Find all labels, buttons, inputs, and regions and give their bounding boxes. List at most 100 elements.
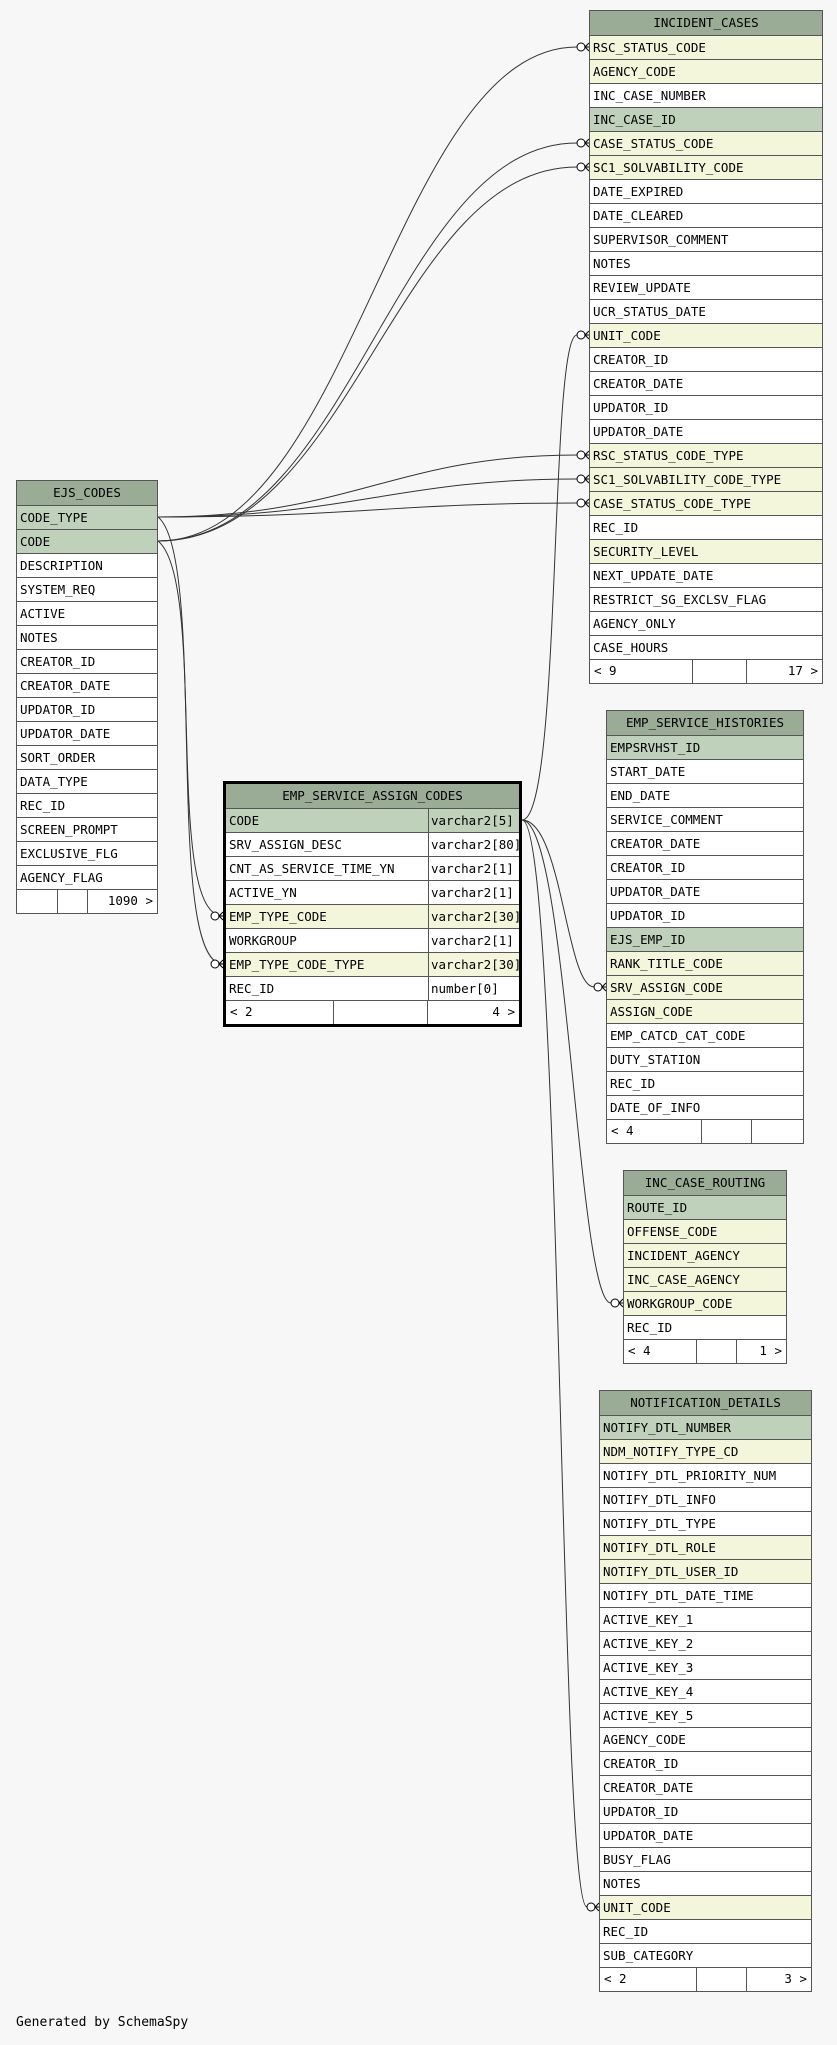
column-row[interactable]: DATA_TYPE bbox=[17, 770, 157, 794]
column-row[interactable]: REC_ID bbox=[590, 516, 822, 540]
table-title[interactable]: EMP_SERVICE_HISTORIES bbox=[607, 711, 803, 736]
column-row[interactable]: REVIEW_UPDATE bbox=[590, 276, 822, 300]
column-row[interactable]: DATE_CLEARED bbox=[590, 204, 822, 228]
column-row[interactable]: NOTIFY_DTL_INFO bbox=[600, 1488, 811, 1512]
column-row[interactable]: REC_ID bbox=[17, 794, 157, 818]
column-row[interactable]: NOTIFY_DTL_USER_ID bbox=[600, 1560, 811, 1584]
column-row[interactable]: DATE_OF_INFO bbox=[607, 1096, 803, 1120]
column-row[interactable]: ACTIVE_KEY_2 bbox=[600, 1632, 811, 1656]
column-row[interactable]: SERVICE_COMMENT bbox=[607, 808, 803, 832]
column-row[interactable]: AGENCY_ONLY bbox=[590, 612, 822, 636]
column-row[interactable]: CODE bbox=[17, 530, 157, 554]
column-row[interactable]: EMPSRVHST_ID bbox=[607, 736, 803, 760]
column-row[interactable]: CASE_STATUS_CODE bbox=[590, 132, 822, 156]
column-row[interactable]: SECURITY_LEVEL bbox=[590, 540, 822, 564]
column-row[interactable]: RSC_STATUS_CODE bbox=[590, 36, 822, 60]
column-row[interactable]: NOTIFY_DTL_PRIORITY_NUM bbox=[600, 1464, 811, 1488]
column-row[interactable]: SUPERVISOR_COMMENT bbox=[590, 228, 822, 252]
table-title[interactable]: EMP_SERVICE_ASSIGN_CODES bbox=[226, 784, 519, 809]
column-row[interactable]: OFFENSE_CODE bbox=[624, 1220, 786, 1244]
column-row[interactable]: RSC_STATUS_CODE_TYPE bbox=[590, 444, 822, 468]
column-row[interactable]: NOTIFY_DTL_TYPE bbox=[600, 1512, 811, 1536]
column-row[interactable]: REC_ID bbox=[624, 1316, 786, 1340]
column-row[interactable]: CREATOR_ID bbox=[590, 348, 822, 372]
column-row[interactable]: NOTIFY_DTL_DATE_TIME bbox=[600, 1584, 811, 1608]
column-row[interactable]: ACTIVE_KEY_5 bbox=[600, 1704, 811, 1728]
column-row[interactable]: END_DATE bbox=[607, 784, 803, 808]
column-row[interactable]: RANK_TITLE_CODE bbox=[607, 952, 803, 976]
column-row[interactable]: INC_CASE_ID bbox=[590, 108, 822, 132]
column-row[interactable]: EJS_EMP_ID bbox=[607, 928, 803, 952]
column-row[interactable]: UPDATOR_DATE bbox=[590, 420, 822, 444]
column-row[interactable]: UCR_STATUS_DATE bbox=[590, 300, 822, 324]
column-row[interactable]: DATE_EXPIRED bbox=[590, 180, 822, 204]
column-row[interactable]: BUSY_FLAG bbox=[600, 1848, 811, 1872]
column-row[interactable]: INC_CASE_NUMBER bbox=[590, 84, 822, 108]
column-row[interactable]: UPDATOR_DATE bbox=[17, 722, 157, 746]
column-row[interactable]: UPDATOR_DATE bbox=[600, 1824, 811, 1848]
column-row[interactable]: UNIT_CODE bbox=[590, 324, 822, 348]
table-title[interactable]: EJS_CODES bbox=[17, 481, 157, 506]
column-row[interactable]: NOTIFY_DTL_NUMBER bbox=[600, 1416, 811, 1440]
column-row[interactable]: UNIT_CODE bbox=[600, 1896, 811, 1920]
column-row[interactable]: EXCLUSIVE_FLG bbox=[17, 842, 157, 866]
column-row[interactable]: UPDATOR_ID bbox=[17, 698, 157, 722]
column-row[interactable]: AGENCY_CODE bbox=[600, 1728, 811, 1752]
column-row[interactable]: SC1_SOLVABILITY_CODE_TYPE bbox=[590, 468, 822, 492]
column-row[interactable]: NOTIFY_DTL_ROLE bbox=[600, 1536, 811, 1560]
column-row[interactable]: REC_ID bbox=[607, 1072, 803, 1096]
column-row[interactable]: REC_ID bbox=[600, 1920, 811, 1944]
column-row[interactable]: AGENCY_CODE bbox=[590, 60, 822, 84]
column-row[interactable]: SRV_ASSIGN_CODE bbox=[607, 976, 803, 1000]
column-row[interactable]: NOTES bbox=[600, 1872, 811, 1896]
column-row[interactable]: WORKGROUP_CODE bbox=[624, 1292, 786, 1316]
column-row[interactable]: ACTIVE_KEY_4 bbox=[600, 1680, 811, 1704]
column-row[interactable]: SC1_SOLVABILITY_CODE bbox=[590, 156, 822, 180]
column-row[interactable]: START_DATE bbox=[607, 760, 803, 784]
column-row[interactable]: CASE_HOURS bbox=[590, 636, 822, 660]
table-title[interactable]: NOTIFICATION_DETAILS bbox=[600, 1391, 811, 1416]
column-row[interactable]: DUTY_STATION bbox=[607, 1048, 803, 1072]
column-row[interactable]: UPDATOR_ID bbox=[600, 1800, 811, 1824]
column-row[interactable]: ACTIVE_KEY_1 bbox=[600, 1608, 811, 1632]
column-row[interactable]: CODE_TYPE bbox=[17, 506, 157, 530]
column-row[interactable]: ROUTE_ID bbox=[624, 1196, 786, 1220]
column-row[interactable]: SYSTEM_REQ bbox=[17, 578, 157, 602]
column-row[interactable]: CREATOR_DATE bbox=[607, 832, 803, 856]
column-row[interactable]: UPDATOR_ID bbox=[607, 904, 803, 928]
column-row[interactable]: AGENCY_FLAG bbox=[17, 866, 157, 890]
column-row[interactable]: SUB_CATEGORY bbox=[600, 1944, 811, 1968]
column-row[interactable]: INCIDENT_AGENCY bbox=[624, 1244, 786, 1268]
column-row[interactable]: UPDATOR_ID bbox=[590, 396, 822, 420]
column-row[interactable]: SORT_ORDER bbox=[17, 746, 157, 770]
column-row[interactable]: CREATOR_DATE bbox=[600, 1776, 811, 1800]
column-row[interactable]: ACTIVE_KEY_3 bbox=[600, 1656, 811, 1680]
column-row[interactable]: NOTES bbox=[590, 252, 822, 276]
column-row[interactable]: ACTIVE bbox=[17, 602, 157, 626]
column-row[interactable]: DESCRIPTION bbox=[17, 554, 157, 578]
column-row[interactable]: CREATOR_ID bbox=[600, 1752, 811, 1776]
column-row[interactable]: CREATOR_ID bbox=[607, 856, 803, 880]
column-row[interactable]: CREATOR_DATE bbox=[590, 372, 822, 396]
column-row[interactable]: NDM_NOTIFY_TYPE_CD bbox=[600, 1440, 811, 1464]
column-row[interactable]: CREATOR_ID bbox=[17, 650, 157, 674]
table-title[interactable]: INCIDENT_CASES bbox=[590, 11, 822, 36]
column-row[interactable]: UPDATOR_DATE bbox=[607, 880, 803, 904]
table-title[interactable]: INC_CASE_ROUTING bbox=[624, 1171, 786, 1196]
column-row[interactable]: ASSIGN_CODE bbox=[607, 1000, 803, 1024]
column-row[interactable]: CREATOR_DATE bbox=[17, 674, 157, 698]
column-row[interactable]: NOTES bbox=[17, 626, 157, 650]
column-row[interactable]: EMP_CATCD_CAT_CODE bbox=[607, 1024, 803, 1048]
column-row[interactable]: RESTRICT_SG_EXCLSV_FLAG bbox=[590, 588, 822, 612]
column-row[interactable]: INC_CASE_AGENCY bbox=[624, 1268, 786, 1292]
column-row[interactable]: NEXT_UPDATE_DATE bbox=[590, 564, 822, 588]
column-row[interactable]: CASE_STATUS_CODE_TYPE bbox=[590, 492, 822, 516]
